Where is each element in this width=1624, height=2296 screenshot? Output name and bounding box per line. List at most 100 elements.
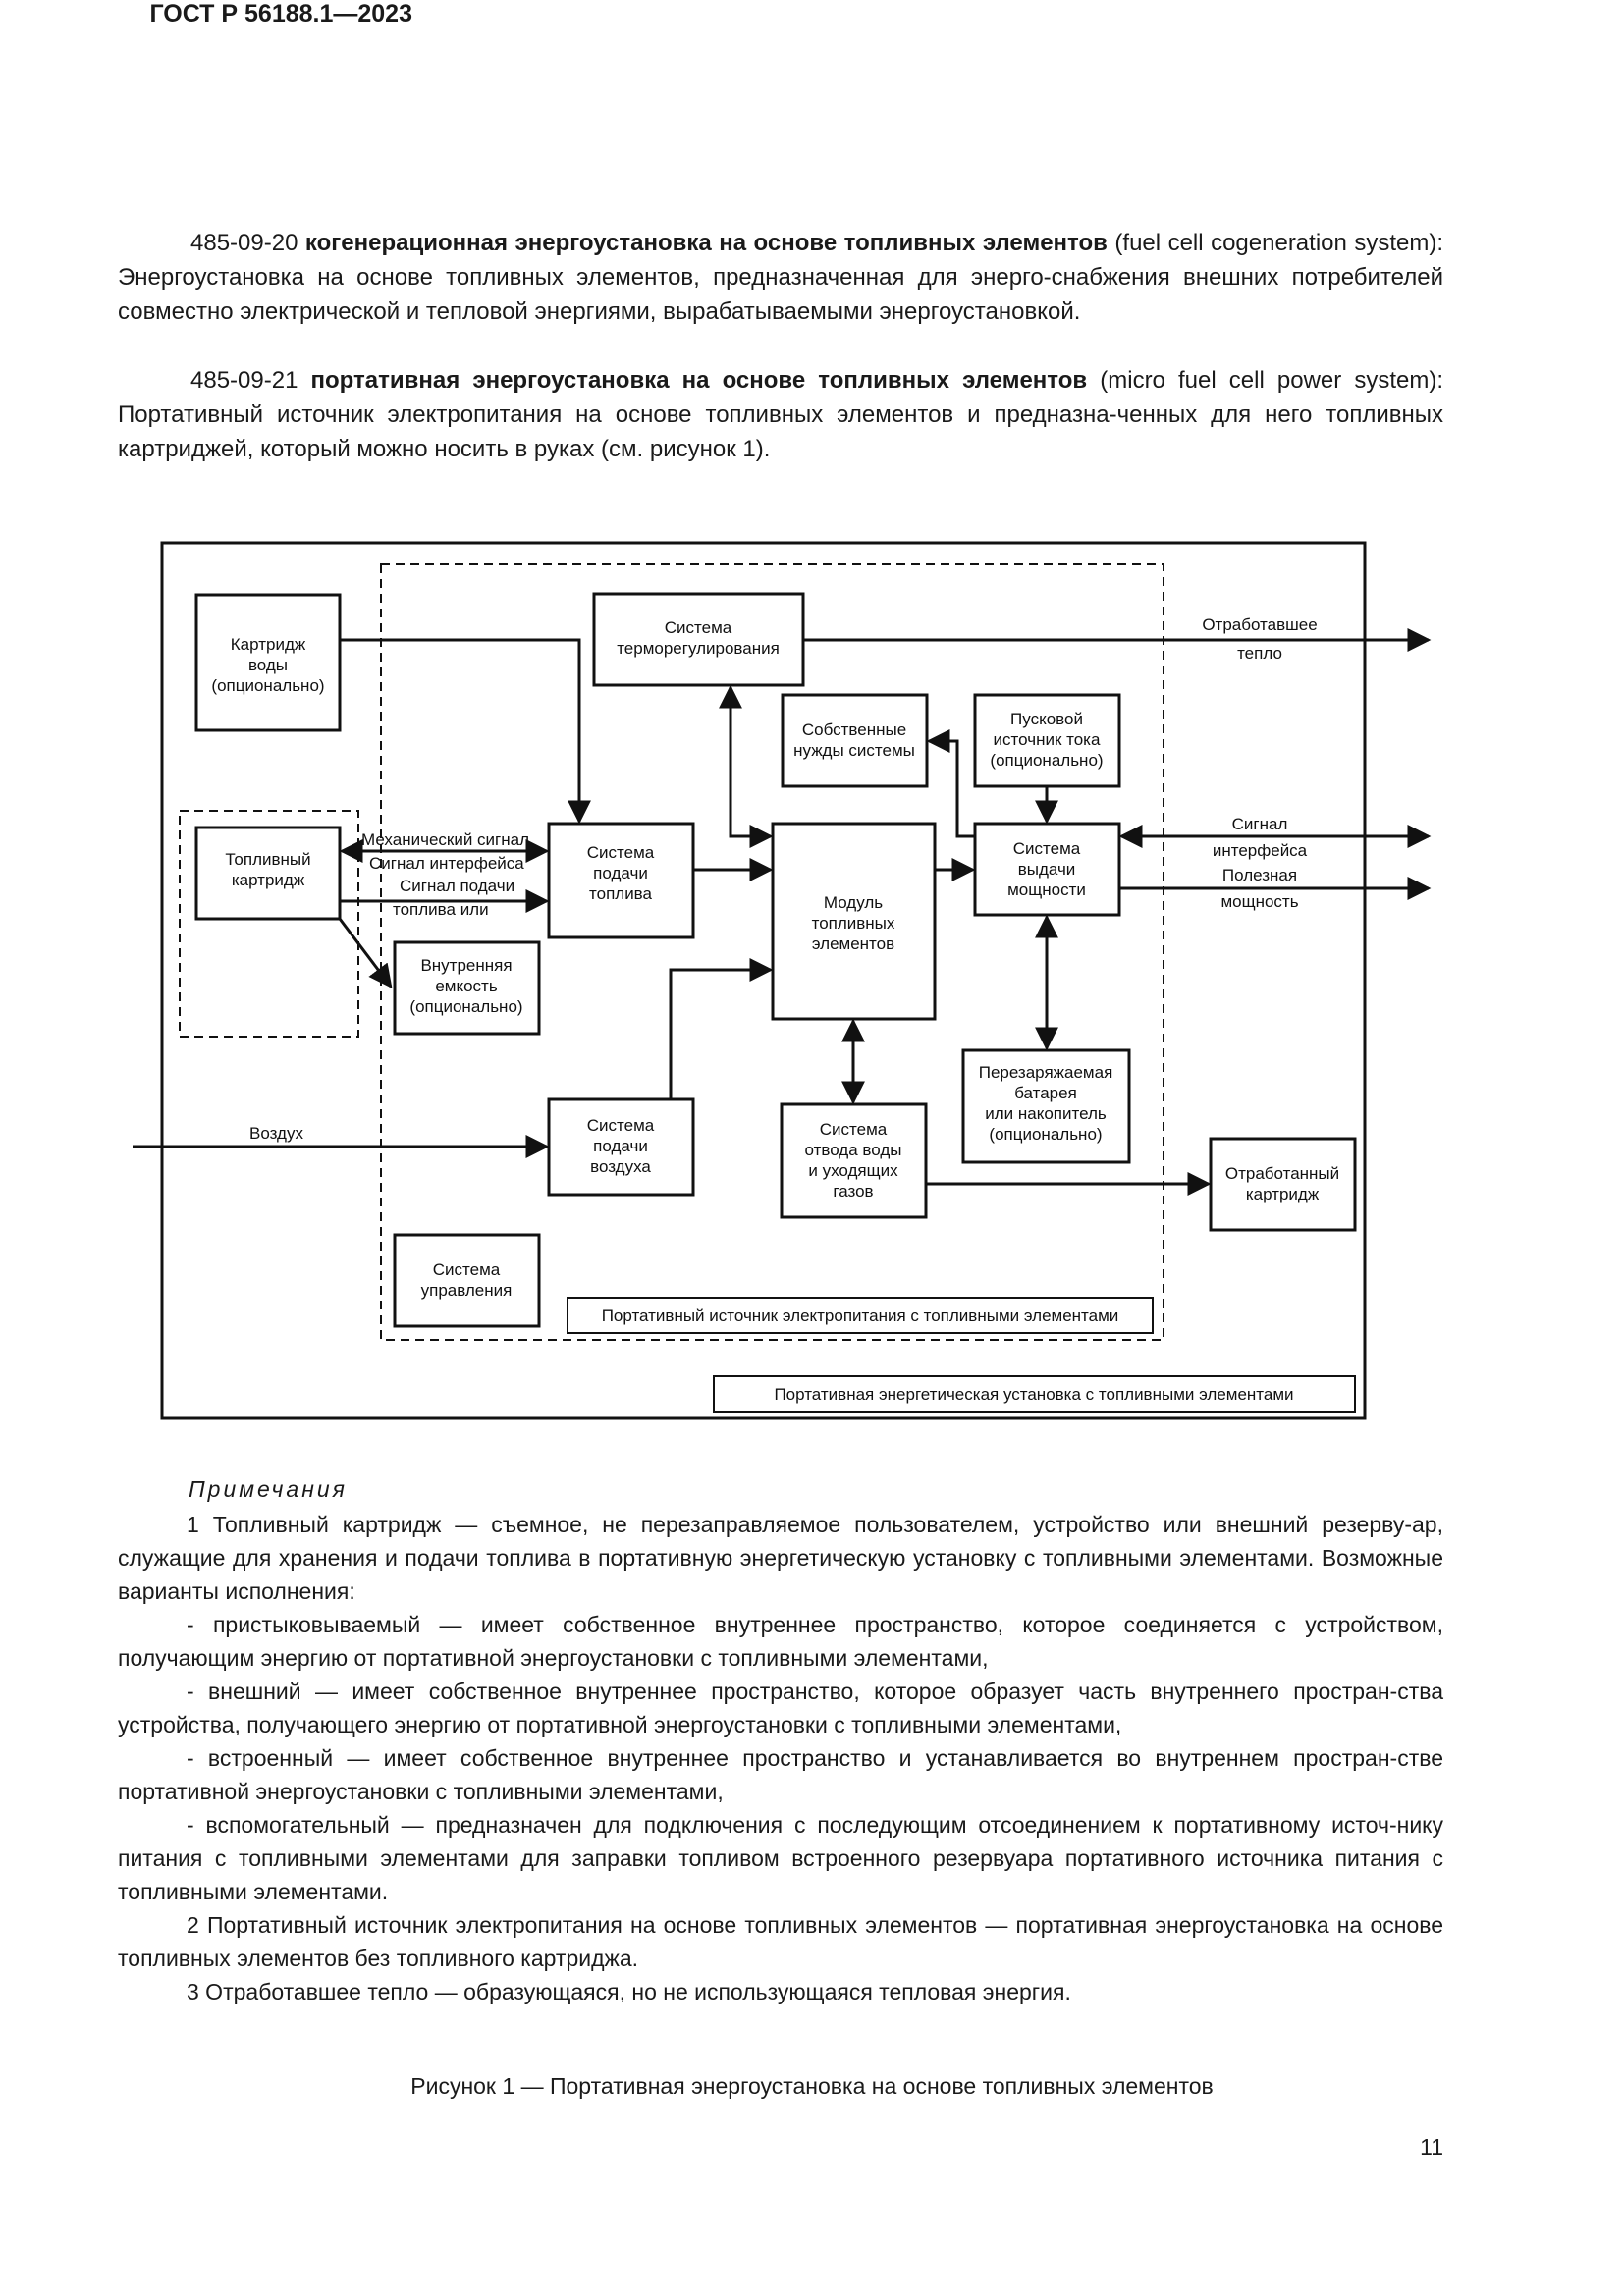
note-text: - внешний — имеет собственное внутреннее… xyxy=(118,1679,1443,1737)
term-title: когенерационная энергоустановка на основ… xyxy=(304,230,1108,256)
box-line: батарея xyxy=(1014,1084,1077,1102)
box-line: подачи xyxy=(593,1137,648,1155)
box-line: или накопитель xyxy=(985,1104,1107,1123)
term-number: 485-09-21 xyxy=(190,367,298,394)
water-cartridge-box: Картридж воды (опционально) xyxy=(194,593,342,732)
box-line: и уходящих xyxy=(808,1161,898,1180)
box-line: отвода воды xyxy=(805,1141,902,1159)
box-line: Система xyxy=(820,1120,888,1139)
box-line: топливных xyxy=(812,914,895,933)
box-line: выдачи xyxy=(1018,860,1076,879)
note-variant-auxiliary: - вспомогательный — предназначен для под… xyxy=(118,1808,1443,1908)
box-line: мощности xyxy=(1007,881,1086,899)
label-line: Полезная xyxy=(1222,866,1297,884)
term-entry-485-09-21: 485-09-21 портативная энергоустановка на… xyxy=(118,363,1443,466)
note-text: 2 Портативный источник электропитания на… xyxy=(118,1912,1443,1971)
box-line: Система xyxy=(665,618,732,637)
note-text: 1 Топливный картридж — съемное, не перез… xyxy=(118,1512,1443,1604)
note-text: 3 Отработавшее тепло — образующаяся, но … xyxy=(187,1979,1071,2004)
box-line: (опционально) xyxy=(409,997,522,1016)
arrow-air-supply-to-module xyxy=(669,958,774,1099)
box-line: нужды системы xyxy=(793,741,915,760)
inner-tank-box: Внутренняя емкость (опционально) xyxy=(393,940,541,1036)
label-line: мощность xyxy=(1220,892,1298,911)
note-text: - вспомогательный — предназначен для под… xyxy=(118,1812,1443,1904)
power-output-box: Система выдачи мощности xyxy=(973,822,1121,917)
term-definition: (micro fuel cell power system): Портатив… xyxy=(118,367,1444,462)
arrow-cartridge-to-inner-tank xyxy=(338,918,393,988)
box-line: Система xyxy=(587,843,655,862)
control-system-box: Система управления xyxy=(393,1233,541,1328)
page-number: 11 xyxy=(1420,2134,1443,2160)
inner-frame-label: Портативный источник электропитания с то… xyxy=(567,1297,1154,1334)
label-air: Воздух xyxy=(249,1124,303,1143)
box-line: Перезаряжаемая xyxy=(979,1063,1113,1082)
note-1: 1 Топливный картридж — съемное, не перез… xyxy=(118,1508,1443,1608)
box-line: терморегулирования xyxy=(617,639,780,658)
box-line: (опционально) xyxy=(990,751,1103,770)
arrow-water-to-fuel-supply xyxy=(340,638,591,825)
label-interface-signal: Сигнал интерфейса xyxy=(1213,815,1308,860)
label-line: тепло xyxy=(1237,644,1282,663)
box-line: топлива xyxy=(589,884,653,903)
label-fuel-signal: Сигнал подачи топлива или xyxy=(393,877,514,919)
inner-frame-dashed xyxy=(380,563,1164,1341)
water-removal-box: Система отвода воды и уходящих газов xyxy=(780,1102,928,1219)
box-line: подачи xyxy=(593,864,648,882)
note-variant-docked: - пристыковываемый — имеет собственное в… xyxy=(118,1608,1443,1675)
outer-frame xyxy=(160,541,1367,1420)
own-needs-box: Собственные нужды системы xyxy=(781,693,929,788)
fuel-cartridge-zone-dashed xyxy=(179,810,359,1038)
box-line: управления xyxy=(421,1281,513,1300)
box-line: источник тока xyxy=(994,730,1101,749)
note-variant-external: - внешний — имеет собственное внутреннее… xyxy=(118,1675,1443,1741)
box-line: воды xyxy=(248,656,288,674)
notes-heading: Примечания xyxy=(189,1476,348,1502)
starter-source-box: Пусковой источник тока (опционально) xyxy=(973,693,1121,788)
box-line: (опционально) xyxy=(989,1125,1102,1144)
box-line: картридж xyxy=(1246,1185,1320,1203)
label-mech-signal: Механический сигнал. xyxy=(361,830,534,849)
inner-frame-label-text: Портативный источник электропитания с то… xyxy=(602,1307,1119,1325)
thermo-regulation-box: Система терморегулирования xyxy=(592,592,805,687)
term-entry-485-09-20: 485-09-20 когенерационная энергоустановк… xyxy=(118,226,1443,329)
label-interface-signal-left: Сигнал интерфейса xyxy=(369,854,524,873)
label-useful-power: Полезная мощность xyxy=(1220,866,1298,911)
box-line: Пусковой xyxy=(1010,710,1083,728)
battery-box: Перезаряжаемая батарея или накопитель (о… xyxy=(961,1048,1131,1164)
note-variant-built-in: - встроенный — имеет собственное внутрен… xyxy=(118,1741,1443,1808)
box-line: Картридж xyxy=(231,635,306,654)
label-line: Сигнал подачи xyxy=(400,877,514,895)
label-line: Сигнал xyxy=(1232,815,1288,833)
note-2: 2 Портативный источник электропитания на… xyxy=(118,1908,1443,1975)
note-text: - встроенный — имеет собственное внутрен… xyxy=(118,1745,1443,1804)
box-line: Система xyxy=(433,1260,501,1279)
box-line: (опционально) xyxy=(211,676,324,695)
label-waste-heat: Отработавшее тепло xyxy=(1202,615,1317,663)
label-line: топлива или xyxy=(393,900,489,919)
outer-frame-label: Портативная энергетическая установка с т… xyxy=(713,1375,1356,1413)
note-3: 3 Отработавшее тепло — образующаяся, но … xyxy=(118,1975,1443,2008)
box-line: Топливный xyxy=(225,850,310,869)
figure-caption: Рисунок 1 — Портативная энергоустановка … xyxy=(410,2073,1214,2099)
box-line: Внутренняя xyxy=(420,956,512,975)
term-title: портативная энергоустановка на основе то… xyxy=(310,367,1088,394)
term-definition: (fuel cell cogeneration system): Энергоу… xyxy=(118,230,1444,325)
spent-cartridge-box: Отработанный картридж xyxy=(1209,1137,1357,1232)
box-line: Система xyxy=(587,1116,655,1135)
note-text: - пристыковываемый — имеет собственное в… xyxy=(118,1612,1443,1671)
box-line: Собственные xyxy=(802,721,906,739)
box-line: картридж xyxy=(232,871,305,889)
fuel-cell-module-box: Модуль топливных элементов xyxy=(771,822,937,1021)
box-line: Модуль xyxy=(824,893,883,912)
label-line: Отработавшее xyxy=(1202,615,1317,634)
box-line: Отработанный xyxy=(1225,1164,1339,1183)
box-line: элементов xyxy=(812,934,894,953)
box-line: газов xyxy=(833,1182,873,1201)
box-line: Система xyxy=(1013,839,1081,858)
box-line: воздуха xyxy=(590,1157,651,1176)
fuel-supply-box: Система подачи топлива xyxy=(547,822,695,939)
term-number: 485-09-20 xyxy=(190,230,298,256)
label-line: интерфейса xyxy=(1213,841,1308,860)
